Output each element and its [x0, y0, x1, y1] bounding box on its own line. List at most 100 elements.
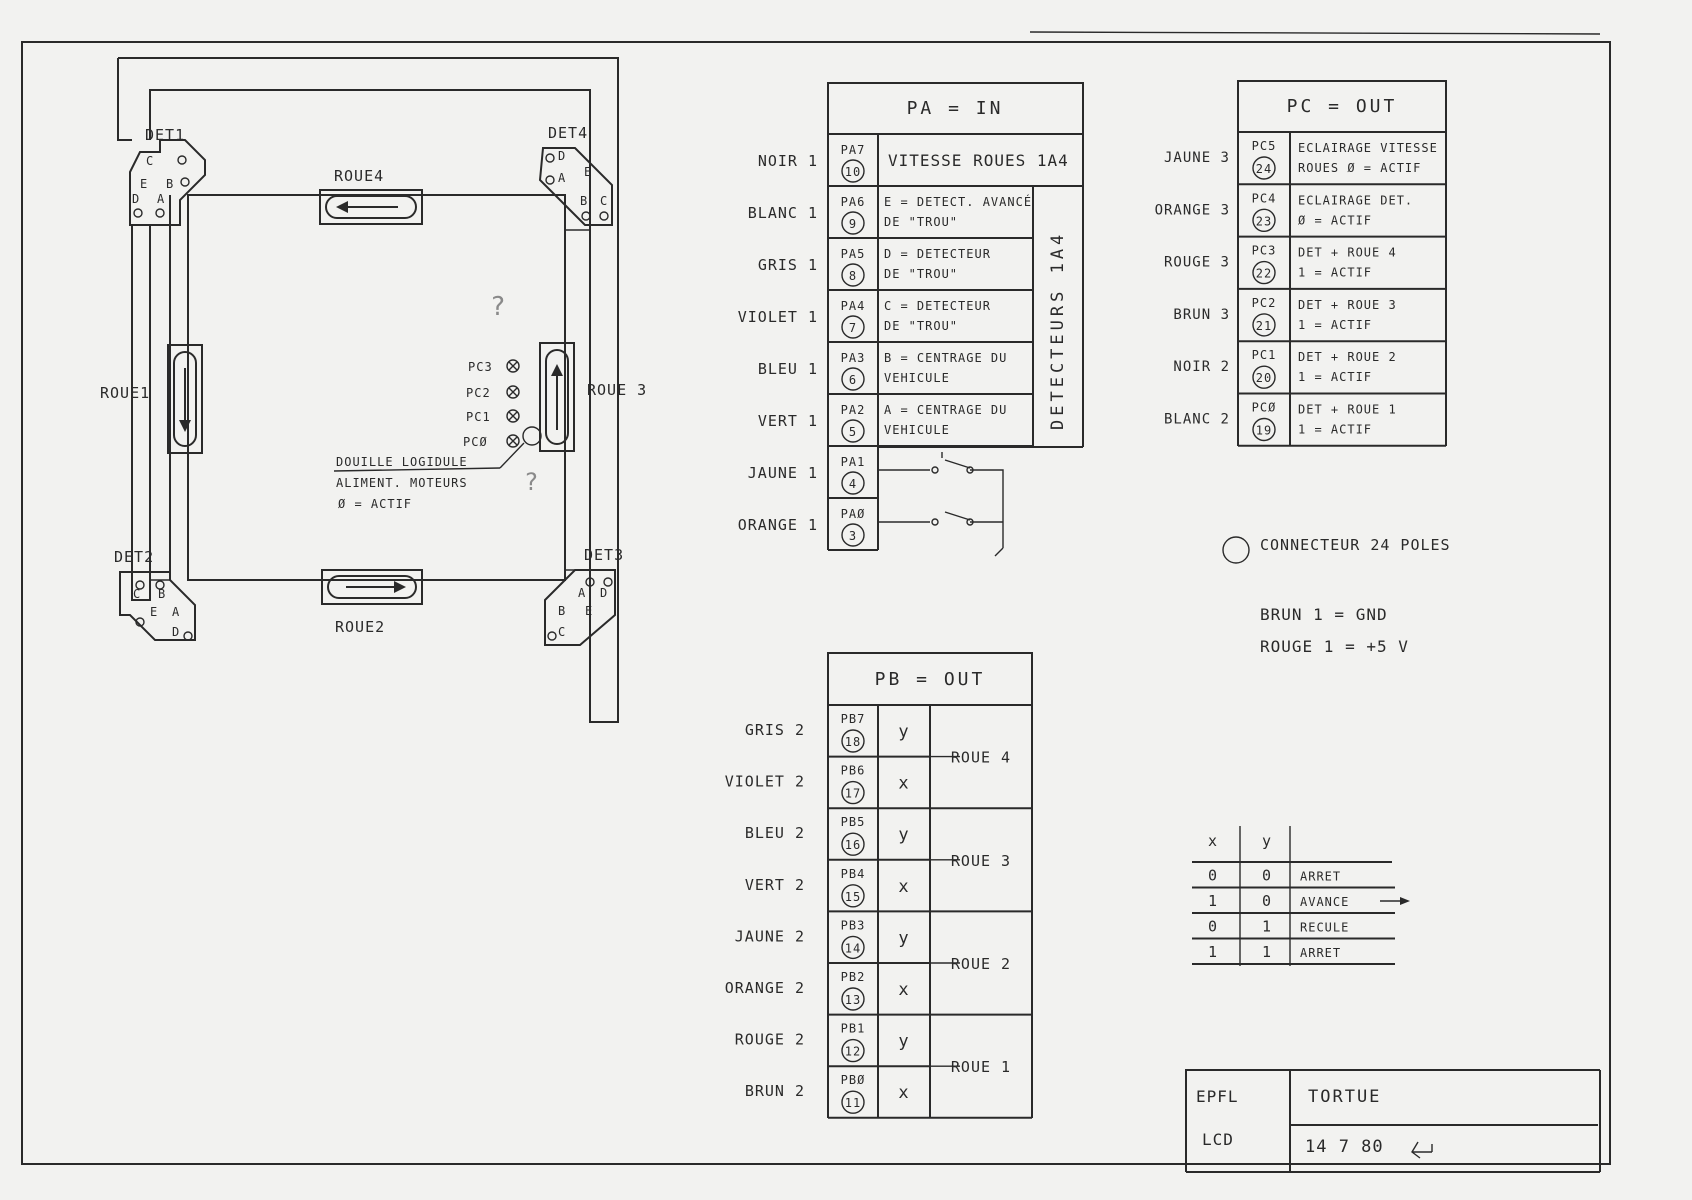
truth-y-value: 0: [1262, 892, 1272, 910]
pc-description: DET + ROUE 4: [1298, 246, 1397, 260]
svg-text:D: D: [600, 586, 608, 600]
pa-wire-label: BLANC 1: [748, 204, 818, 222]
pb-wire-label: BRUN 2: [745, 1082, 805, 1100]
led-pc2-label: PC2: [466, 386, 491, 400]
pa-pin-number: 8: [849, 269, 857, 283]
pa-description: DE "TROU": [884, 267, 958, 281]
led-group: PC3 PC2 PC1 PCØ ? ?: [463, 292, 542, 496]
pc-port-label: PC4: [1252, 191, 1277, 205]
connector-label: CONNECTEUR 24 POLES: [1260, 536, 1451, 554]
pb-wire-label: GRIS 2: [745, 721, 805, 739]
svg-text:B: B: [158, 587, 166, 601]
truth-header-x: x: [1208, 832, 1218, 850]
truth-y-value: 0: [1262, 867, 1272, 885]
pin-circle: [1252, 313, 1276, 337]
pin-circle: [841, 832, 865, 856]
led-pc1-label: PC1: [466, 410, 491, 424]
revision-mark-icon: [1411, 1141, 1433, 1159]
pin-circle: [1252, 417, 1276, 442]
pa-pin-number: 9: [849, 217, 857, 231]
pb-pin-number: 13: [845, 993, 861, 1007]
pin-circle: [841, 884, 865, 908]
pb-port-label: PB6: [841, 764, 866, 778]
pa-description: A = CENTRAGE DU: [884, 403, 1007, 417]
pa-port-label: PAØ: [841, 507, 866, 521]
pa-wire-label: VERT 1: [758, 412, 818, 430]
pa-description: VITESSE ROUES 1A4: [888, 151, 1069, 170]
pin-circle: [841, 211, 865, 235]
svg-text:C: C: [133, 587, 141, 601]
pin-circle: [841, 159, 865, 183]
pa-title: PA = IN: [907, 98, 1004, 119]
truth-action: RECULE: [1300, 921, 1349, 935]
pa-description: VEHICULE: [884, 371, 950, 385]
pb-pin-number: 11: [845, 1096, 861, 1110]
pa-wire-label: ORANGE 1: [738, 516, 818, 534]
pa-pin-number: 7: [849, 321, 857, 335]
truth-x-value: 1: [1208, 892, 1218, 910]
det4-plate: D A E B C: [538, 147, 613, 226]
truth-x-value: 0: [1208, 918, 1218, 936]
det4-label: DET4: [548, 124, 588, 142]
pc-port-label: PC3: [1252, 244, 1277, 258]
pa-description: DE "TROU": [884, 215, 958, 229]
socket-circle: [522, 426, 542, 446]
truth-x-value: 0: [1208, 867, 1218, 885]
svg-text:A: A: [578, 586, 586, 600]
pb-wire-label: BLEU 2: [745, 824, 805, 842]
pb-port-label: PB3: [841, 918, 866, 932]
pc-wire-label: JAUNE 3: [1164, 150, 1230, 166]
pa-wire-label: NOIR 1: [758, 152, 818, 170]
det3-plate: A D E B C: [544, 569, 616, 646]
truth-x-value: 1: [1208, 943, 1218, 961]
wheel-roue4: ROUE4: [319, 167, 423, 225]
svg-text:E: E: [585, 604, 593, 618]
pin-circle: [841, 1038, 865, 1063]
pa-pin-number: 10: [845, 165, 861, 179]
svg-text:C: C: [558, 625, 566, 639]
pin-circle: [841, 471, 865, 495]
pc-description: DET + ROUE 2: [1298, 350, 1397, 364]
svg-text:E: E: [140, 177, 148, 191]
pa-port-label: PA2: [841, 403, 866, 417]
pin-circle: [1252, 260, 1276, 285]
pc-wire-label: NOIR 2: [1173, 359, 1230, 375]
detectors-label: DETECTEURS 1A4: [1048, 231, 1068, 430]
svg-text:D: D: [172, 625, 180, 639]
pb-wire-label: VIOLET 2: [725, 773, 805, 791]
pb-wire-label: ROUGE 2: [735, 1031, 805, 1049]
pb-port-label: PB7: [841, 712, 866, 726]
pc-description: DET + ROUE 3: [1298, 298, 1397, 312]
title-block: EPFL LCD TORTUE 14 7 80: [1185, 1069, 1601, 1173]
truth-action: ARRET: [1300, 946, 1341, 960]
pc-description: ROUES Ø = ACTIF: [1298, 161, 1421, 175]
pb-pin-number: 14: [845, 941, 861, 955]
pc-port-label: PC1: [1252, 348, 1277, 362]
pa-description: VEHICULE: [884, 423, 950, 437]
pa-wire-label: JAUNE 1: [748, 464, 818, 482]
pc-title: PC = OUT: [1287, 96, 1398, 117]
svg-text:E: E: [584, 165, 592, 179]
pc-wire-label: BRUN 3: [1173, 307, 1230, 323]
title-block-title: TORTUE: [1308, 1087, 1381, 1107]
pa-port-label: PA6: [841, 195, 866, 209]
pc-pin-number: 23: [1256, 214, 1272, 228]
svg-text:B: B: [580, 194, 588, 208]
pc-description: 1 = ACTIF: [1298, 318, 1372, 332]
pb-port-label: PB4: [841, 867, 866, 881]
pin-circle: [841, 315, 865, 339]
svg-text:ALIMENT. MOTEURS: ALIMENT. MOTEURS: [336, 476, 468, 490]
gnd-label: BRUN 1 = GND: [1260, 605, 1388, 624]
roue2-label: ROUE2: [335, 618, 385, 636]
pin-circle: [841, 367, 865, 391]
pb-port-label: PB1: [841, 1022, 866, 1036]
led-pc0-label: PCØ: [463, 435, 488, 449]
pb-bit-label: x: [898, 1083, 909, 1103]
truth-y-value: 1: [1262, 943, 1272, 961]
pin-circle: [841, 263, 865, 287]
svg-text:B: B: [166, 177, 174, 191]
pa-wire-label: BLEU 1: [758, 360, 818, 378]
pc-port-label: PC2: [1252, 296, 1277, 310]
pin-circle: [841, 987, 865, 1011]
pb-title: PB = OUT: [875, 669, 986, 690]
